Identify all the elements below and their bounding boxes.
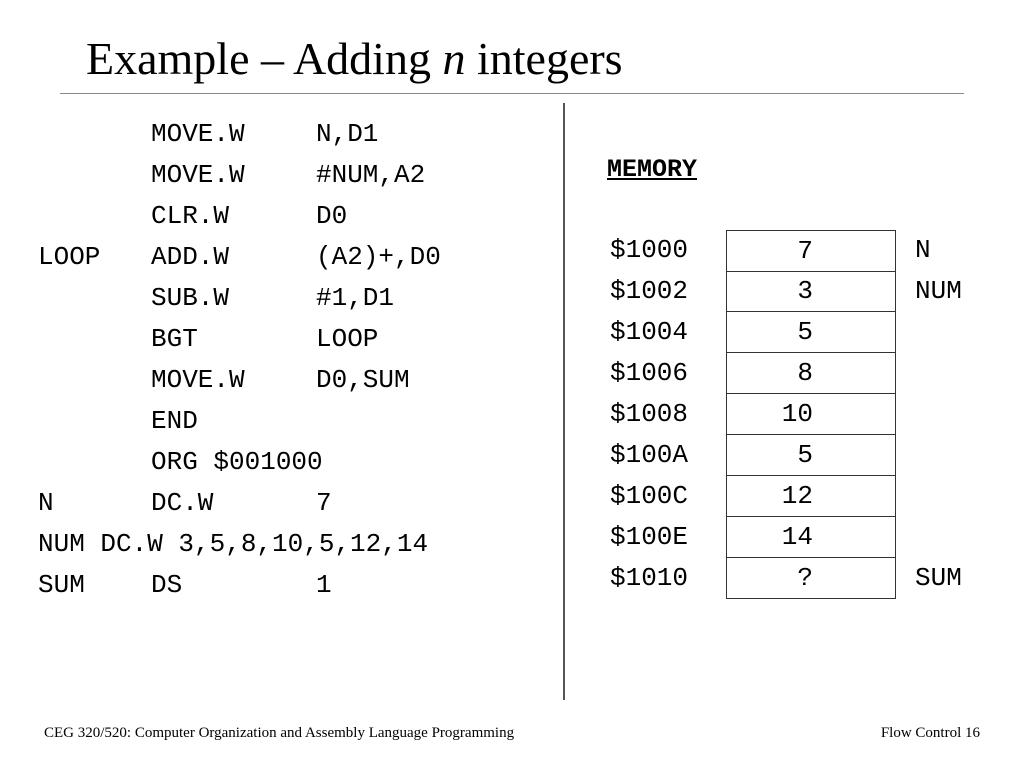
memory-symbol: NUM bbox=[915, 276, 962, 306]
code-arg: LOOP bbox=[316, 324, 379, 354]
code-label: N bbox=[38, 488, 54, 518]
code-arg: D0,SUM bbox=[316, 365, 410, 395]
memory-cell: 7 bbox=[726, 230, 896, 272]
memory-address: $1000 bbox=[610, 235, 689, 265]
code-arg: (A2)+,D0 bbox=[316, 242, 441, 272]
code-op: MOVE.W bbox=[151, 160, 245, 190]
memory-address: $1002 bbox=[610, 276, 689, 306]
footer-page: Flow Control 16 bbox=[880, 725, 980, 741]
memory-cell: 8 bbox=[726, 353, 896, 394]
code-op: MOVE.W bbox=[151, 119, 245, 149]
code-arg: D0 bbox=[316, 201, 348, 231]
memory-address: $1004 bbox=[610, 317, 689, 347]
memory-cell: 5 bbox=[726, 435, 896, 476]
code-op: ADD.W bbox=[151, 242, 230, 272]
code-arg: 7 bbox=[316, 488, 332, 518]
code-op: CLR.W bbox=[151, 201, 230, 231]
memory-cell: 5 bbox=[726, 312, 896, 353]
memory-heading: MEMORY bbox=[607, 155, 698, 184]
code-arg: N,D1 bbox=[316, 119, 379, 149]
memory-value: 10 bbox=[781, 399, 813, 429]
memory-address: $100C bbox=[610, 481, 689, 511]
code-label: LOOP bbox=[38, 242, 101, 272]
memory-value: 12 bbox=[781, 481, 813, 511]
code-full-line: NUM DC.W 3,5,8,10,5,12,14 bbox=[38, 529, 429, 559]
memory-value: 5 bbox=[797, 440, 813, 470]
memory-cell: 3 bbox=[726, 271, 896, 312]
memory-address: $1008 bbox=[610, 399, 689, 429]
code-op: BGT bbox=[151, 324, 198, 354]
code-op: MOVE.W bbox=[151, 365, 245, 395]
memory-cell: 14 bbox=[726, 517, 896, 558]
code-arg: #1,D1 bbox=[316, 283, 395, 313]
memory-cell: 10 bbox=[726, 394, 896, 435]
code-op: DS bbox=[151, 570, 183, 600]
column-divider bbox=[563, 103, 565, 700]
code-arg: 1 bbox=[316, 570, 332, 600]
code-op: DC.W bbox=[151, 488, 214, 518]
memory-value: 5 bbox=[797, 317, 813, 347]
code-label: SUM bbox=[38, 570, 85, 600]
slide-title-prefix: Example – Adding bbox=[86, 33, 443, 84]
title-divider bbox=[60, 93, 964, 94]
memory-cell: ? bbox=[726, 558, 896, 599]
memory-value: ? bbox=[797, 563, 813, 593]
memory-address: $1006 bbox=[610, 358, 689, 388]
memory-symbol: SUM bbox=[915, 563, 962, 593]
code-op: END bbox=[151, 406, 198, 436]
code-op: SUB.W bbox=[151, 283, 230, 313]
memory-value: 8 bbox=[797, 358, 813, 388]
memory-cell: 12 bbox=[726, 476, 896, 517]
slide-title-suffix: integers bbox=[465, 33, 623, 84]
code-op: ORG $001000 bbox=[151, 447, 323, 477]
footer-course: CEG 320/520: Computer Organization and A… bbox=[44, 725, 515, 741]
slide-title-italic: n bbox=[442, 33, 466, 84]
memory-value: 14 bbox=[781, 522, 813, 552]
memory-address: $1010 bbox=[610, 563, 689, 593]
memory-address: $100A bbox=[610, 440, 689, 470]
slide-title: Example – Adding n integers bbox=[86, 30, 623, 88]
memory-symbol: N bbox=[915, 235, 931, 265]
memory-address: $100E bbox=[610, 522, 689, 552]
code-arg: #NUM,A2 bbox=[316, 160, 426, 190]
memory-value: 3 bbox=[797, 276, 813, 306]
memory-value: 7 bbox=[797, 236, 813, 266]
